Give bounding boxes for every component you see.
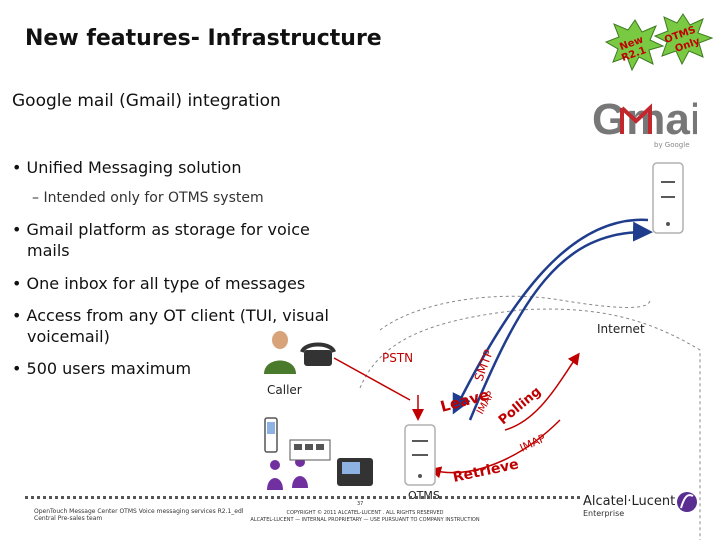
smtp-arrow bbox=[468, 221, 653, 421]
copyright-line-2: ALCATEL-LUCENT — INTERNAL PROPRIETARY — … bbox=[250, 517, 480, 523]
slide-subtitle: Google mail (Gmail) integration bbox=[12, 91, 281, 111]
caller-label: Caller bbox=[267, 383, 302, 397]
smtp-label: SMTP bbox=[472, 348, 496, 383]
user-group-icon bbox=[267, 439, 331, 490]
copyright-line-1: COPYRIGHT © 2011 ALCATEL-LUCENT . ALL RI… bbox=[286, 510, 444, 516]
bullet-unified-messaging: • Unified Messaging solution bbox=[12, 158, 242, 177]
caller-person-icon bbox=[264, 331, 296, 374]
footer-copyright: COPYRIGHT © 2011 ALCATEL-LUCENT . ALL RI… bbox=[240, 510, 490, 524]
brand-sub: Enterprise bbox=[583, 509, 625, 518]
badges: New R2.1 OTMS Only bbox=[605, 13, 714, 72]
polling-arrow bbox=[504, 352, 580, 431]
bullet-gmail-storage-cont: mails bbox=[27, 241, 70, 260]
footer-team: Central Pre-sales team bbox=[34, 515, 103, 522]
subbullet-otms-only: – Intended only for OTMS system bbox=[32, 190, 264, 206]
otms-badge-star: OTMS Only bbox=[653, 13, 714, 66]
bullet-access-ot-client: • Access from any OT client (TUI, visual bbox=[12, 306, 329, 325]
footer-divider bbox=[25, 496, 580, 499]
internet-label: Internet bbox=[597, 322, 645, 336]
imap-arrow bbox=[452, 218, 649, 415]
otms-server-icon bbox=[404, 424, 436, 486]
desk-phone-icon bbox=[337, 458, 373, 486]
new-badge-star: New R2.1 bbox=[605, 19, 665, 72]
bullet-500-users: • 500 users maximum bbox=[12, 359, 192, 378]
internet-cloud-outline bbox=[379, 295, 651, 331]
alcatel-lucent-logo: Alcatel·Lucent Enterprise bbox=[583, 492, 703, 530]
bullet-gmail-storage: • Gmail platform as storage for voice bbox=[12, 220, 310, 239]
gmail-envelope-icon: Gmail by Google bbox=[592, 95, 714, 149]
mobile-phone-icon bbox=[264, 417, 278, 453]
pstn-link bbox=[333, 357, 411, 401]
network-boundary bbox=[359, 308, 701, 540]
alcatel-lucent-logo-icon bbox=[677, 492, 697, 512]
footer-doc-title: OpenTouch Message Center OTMS Voice mess… bbox=[34, 508, 244, 515]
brand-name: Alcatel·Lucent bbox=[583, 494, 676, 509]
gmail-logo: Gmail by Google bbox=[592, 94, 714, 154]
pstn-label: PSTN bbox=[382, 351, 413, 365]
gmail-server-icon bbox=[652, 162, 684, 234]
bullet-access-ot-client-cont: voicemail) bbox=[27, 327, 110, 346]
gmail-logo-text: Gmail bbox=[592, 95, 697, 144]
imap-label-2: IMAP bbox=[518, 431, 548, 454]
slide-title: New features- Infrastructure bbox=[25, 26, 382, 51]
footer-left: OpenTouch Message Center OTMS Voice mess… bbox=[34, 508, 243, 522]
gmail-byline: by Google bbox=[654, 141, 690, 149]
retrieve-label: Retrieve bbox=[452, 456, 521, 486]
page-number: 37 bbox=[357, 501, 364, 507]
retrieve-arrow bbox=[429, 419, 561, 479]
phone-icon bbox=[300, 342, 336, 366]
polling-label: Polling bbox=[496, 384, 544, 428]
bullet-one-inbox: • One inbox for all type of messages bbox=[12, 274, 306, 293]
